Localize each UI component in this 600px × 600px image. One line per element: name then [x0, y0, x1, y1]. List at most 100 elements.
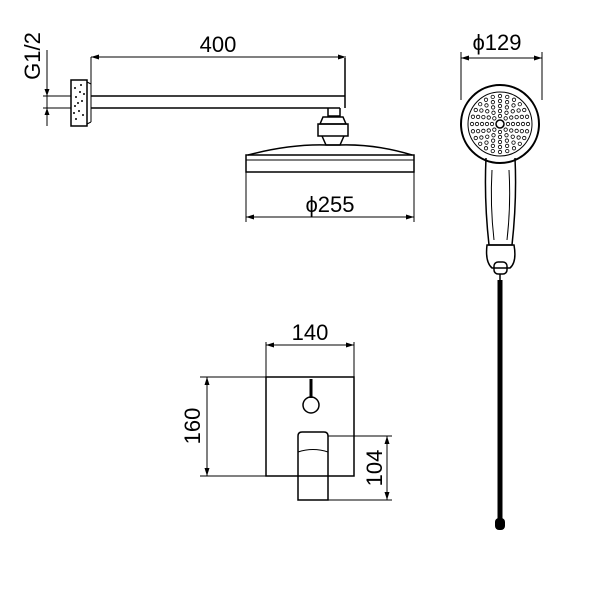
head-top	[247, 144, 413, 156]
nozzle	[505, 148, 510, 154]
nozzle	[481, 128, 486, 133]
nozzle	[489, 121, 495, 127]
nozzle	[504, 105, 509, 110]
nozzle	[519, 114, 524, 119]
nozzle	[509, 128, 514, 133]
nozzle	[486, 128, 491, 133]
nozzle	[497, 144, 503, 150]
spout-height-label: 104	[362, 450, 387, 487]
nozzle	[486, 115, 491, 120]
nozzle	[510, 134, 515, 139]
nozzle	[509, 115, 514, 120]
nozzle	[505, 121, 511, 127]
nozzle	[479, 121, 485, 127]
nozzle	[497, 139, 503, 145]
nozzle	[503, 127, 508, 132]
nozzle	[511, 97, 517, 102]
nozzle	[511, 146, 517, 151]
nozzle	[491, 105, 496, 110]
nozzle	[504, 110, 509, 115]
nozzle	[474, 121, 480, 127]
nozzle	[485, 134, 490, 139]
plate-width-label: 140	[292, 320, 329, 345]
nozzle	[490, 143, 495, 148]
wall-flange	[70, 79, 88, 127]
nozzle	[481, 115, 486, 120]
nozzle	[492, 116, 497, 121]
nozzle	[520, 121, 526, 127]
nozzle	[476, 129, 481, 134]
nozzle	[515, 121, 521, 127]
nozzle	[525, 121, 531, 127]
nozzle	[484, 140, 489, 145]
arm-length-label: 400	[200, 32, 237, 57]
nozzle	[484, 121, 490, 127]
nozzle	[497, 134, 503, 140]
head-diameter-label: ϕ255	[305, 192, 354, 217]
nozzle	[490, 148, 495, 154]
nozzle	[497, 113, 503, 119]
hand-shower-holder	[485, 244, 516, 269]
nozzle	[470, 114, 476, 119]
nozzle	[522, 135, 527, 141]
nozzle	[497, 93, 503, 99]
nozzle	[516, 135, 521, 140]
nozzle	[497, 129, 503, 135]
nozzle	[473, 135, 478, 141]
shower-head	[245, 154, 415, 173]
nozzle	[469, 121, 475, 127]
nozzle	[476, 114, 481, 119]
shower-arm-assembly: 400 G1/2 ϕ255	[20, 32, 415, 222]
nozzle	[519, 129, 524, 134]
hand-diameter-label: ϕ129	[472, 30, 521, 55]
nozzle	[514, 115, 519, 120]
nozzle	[503, 116, 508, 121]
nozzle	[497, 98, 503, 104]
nozzle	[505, 143, 510, 148]
nozzle	[491, 133, 496, 138]
hand-shower-assembly: ϕ129	[460, 30, 543, 530]
plate-height-label: 160	[180, 408, 205, 445]
nozzle	[504, 138, 509, 143]
mixer-knob	[302, 396, 320, 414]
nozzle-pattern	[469, 93, 531, 155]
nozzle	[516, 108, 521, 113]
nozzle	[491, 110, 496, 115]
nozzle	[517, 102, 522, 107]
mixer-assembly: 140 160 104	[180, 320, 392, 501]
nozzle	[490, 100, 495, 105]
nozzle	[492, 127, 497, 132]
nozzle	[483, 97, 489, 102]
nozzle	[470, 129, 476, 134]
nozzle	[517, 141, 522, 146]
mixer-plate	[265, 376, 355, 477]
nozzle	[524, 129, 530, 134]
hose-end	[495, 518, 505, 530]
hand-shower-head	[460, 84, 540, 164]
nozzle	[510, 109, 515, 114]
nozzle	[497, 108, 503, 114]
nozzle	[505, 94, 510, 100]
nozzle	[490, 94, 495, 100]
nozzle	[505, 100, 510, 105]
nozzle	[485, 109, 490, 114]
nozzle	[479, 108, 484, 113]
nozzle	[497, 103, 503, 109]
nozzle	[511, 140, 516, 145]
nozzle	[504, 133, 509, 138]
flange-texture	[73, 84, 85, 120]
nozzle	[510, 121, 516, 127]
nozzle	[511, 103, 516, 108]
nozzle	[497, 149, 503, 155]
nozzle	[491, 138, 496, 143]
nozzle	[484, 103, 489, 108]
hand-shower-handle	[484, 157, 517, 246]
nozzle	[522, 107, 527, 113]
nozzle	[483, 146, 489, 151]
nozzle	[473, 107, 478, 113]
spout	[297, 431, 329, 501]
nozzle	[478, 141, 483, 146]
nozzle	[514, 128, 519, 133]
